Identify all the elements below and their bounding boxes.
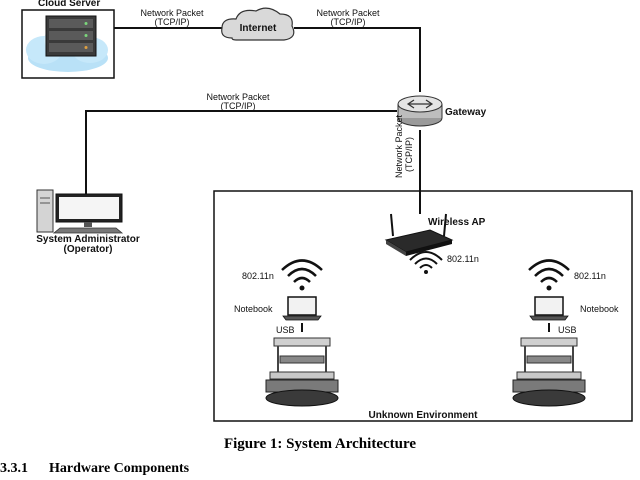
- right-wifi-label: 802.11n: [574, 271, 606, 281]
- left-robot-group: 802.11n Notebook USB: [234, 259, 339, 407]
- unknown-environment-box: [213, 190, 633, 422]
- unknown-environment-label: Unknown Environment: [369, 410, 479, 421]
- robot-icon: [265, 337, 339, 407]
- left-wifi-label: 802.11n: [242, 271, 274, 281]
- desktop-computer-icon: [36, 189, 124, 234]
- right-robot-group: 802.11n Notebook USB: [512, 259, 619, 407]
- cloud-server-icon: [21, 9, 115, 79]
- edge-label-server-internet-2: (TCP/IP): [155, 17, 190, 27]
- sysadmin-label-1: System Administrator: [36, 234, 140, 245]
- edge-label-gateway-admin-1: Network Packet: [206, 92, 270, 102]
- sysadmin-label-2: (Operator): [64, 244, 113, 255]
- gateway-label: Gateway: [445, 107, 487, 118]
- edge-label-gateway-admin-2: (TCP/IP): [221, 101, 256, 111]
- ap-wifi-label: 802.11n: [447, 254, 479, 264]
- edge-label-gateway-ap-1: Network Packet: [394, 114, 404, 178]
- wifi-icon: [528, 259, 570, 291]
- edge-label-server-internet-1: Network Packet: [140, 8, 204, 18]
- link-internet-gateway: [294, 27, 421, 92]
- internet-label: Internet: [240, 23, 277, 34]
- router-icon: [397, 95, 443, 127]
- wireless-ap-label: Wireless AP: [428, 217, 486, 228]
- section-heading: 3.3.1 Hardware Components: [0, 461, 190, 475]
- figure-caption: Figure 1: System Architecture: [224, 436, 416, 452]
- edge-label-internet-gateway-1: Network Packet: [316, 8, 380, 18]
- left-notebook-label: Notebook: [234, 304, 273, 314]
- left-usb-label: USB: [276, 325, 295, 335]
- laptop-icon: [282, 296, 322, 321]
- laptop-icon: [529, 296, 569, 321]
- cloud-server-label: Cloud Server: [38, 0, 100, 9]
- right-notebook-label: Notebook: [580, 304, 619, 314]
- link-gateway-admin: [85, 110, 397, 196]
- edge-label-internet-gateway-2: (TCP/IP): [331, 17, 366, 27]
- wireless-ap-icon: [384, 213, 454, 256]
- right-usb-label: USB: [558, 325, 577, 335]
- server-icon: [45, 15, 97, 57]
- wifi-icon: [281, 259, 323, 291]
- cloud-icon: [221, 7, 295, 41]
- robot-icon: [512, 337, 586, 407]
- wifi-icon: [409, 251, 443, 274]
- edge-label-gateway-ap-2: (TCP/IP): [404, 137, 414, 172]
